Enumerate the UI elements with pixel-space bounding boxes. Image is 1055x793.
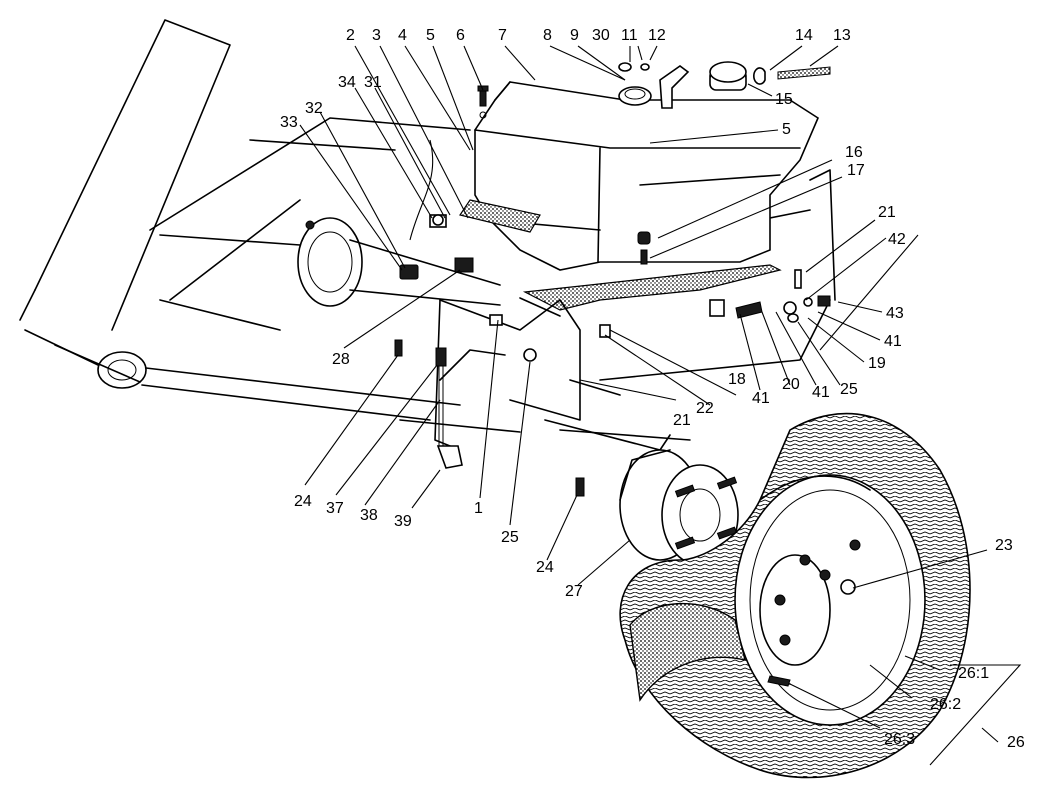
callout-12: 12 <box>648 27 666 44</box>
callout-41b: 41 <box>812 384 830 401</box>
left-brake-drum <box>297 217 501 307</box>
callout-31: 31 <box>364 74 382 91</box>
callout-21a: 21 <box>878 204 896 221</box>
callout-14: 14 <box>795 27 813 44</box>
callout-11: 11 <box>621 27 638 44</box>
callout-leader-lines <box>299 45 1022 766</box>
callout-26: 26 <box>1007 734 1025 751</box>
callout-7: 7 <box>498 27 507 44</box>
callout-26-2: 26:2 <box>930 696 962 713</box>
callout-34: 34 <box>338 74 356 91</box>
frame-tube <box>19 19 461 421</box>
callout-2: 2 <box>346 27 355 44</box>
callout-6: 6 <box>456 27 465 44</box>
callout-26-1: 26:1 <box>958 665 990 682</box>
tank-support-plate <box>519 264 782 317</box>
callout-1: 1 <box>474 500 483 517</box>
callout-5b: 5 <box>782 121 791 138</box>
callout-18: 18 <box>728 371 746 388</box>
callout-19: 19 <box>868 355 886 372</box>
callout-20: 20 <box>782 376 800 393</box>
callout-21b: 21 <box>673 412 691 429</box>
callout-32: 32 <box>305 100 323 117</box>
callout-23: 23 <box>995 537 1013 554</box>
callout-42: 42 <box>888 231 906 248</box>
callout-38: 38 <box>360 507 378 524</box>
callout-43: 43 <box>886 305 904 322</box>
callout-30: 30 <box>592 27 610 44</box>
callout-3: 3 <box>372 27 381 44</box>
callout-25a: 25 <box>840 381 858 398</box>
callout-8: 8 <box>543 27 552 44</box>
axle-bracket <box>434 299 691 451</box>
callout-15: 15 <box>775 91 793 108</box>
tire-wheel <box>619 412 971 779</box>
callout-13: 13 <box>833 27 851 44</box>
callout-5: 5 <box>426 27 435 44</box>
small-hardware <box>394 62 856 595</box>
callout-39: 39 <box>394 513 412 530</box>
callout-26-3: 26:3 <box>884 731 916 748</box>
callout-4: 4 <box>398 27 407 44</box>
callout-17: 17 <box>847 162 865 179</box>
callout-24a: 24 <box>294 493 312 510</box>
callout-41a: 41 <box>884 333 902 350</box>
callout-33: 33 <box>280 114 298 131</box>
callout-24b: 24 <box>536 559 554 576</box>
frame-plate <box>149 117 836 433</box>
right-hub <box>619 449 739 566</box>
callout-37: 37 <box>326 500 344 517</box>
callout-28: 28 <box>332 351 350 368</box>
callout-25b: 25 <box>501 529 519 546</box>
callout-27: 27 <box>565 583 583 600</box>
callout-22: 22 <box>696 400 714 417</box>
callout-9: 9 <box>570 27 579 44</box>
callout-16: 16 <box>845 144 863 161</box>
callout-41c: 41 <box>752 390 770 407</box>
